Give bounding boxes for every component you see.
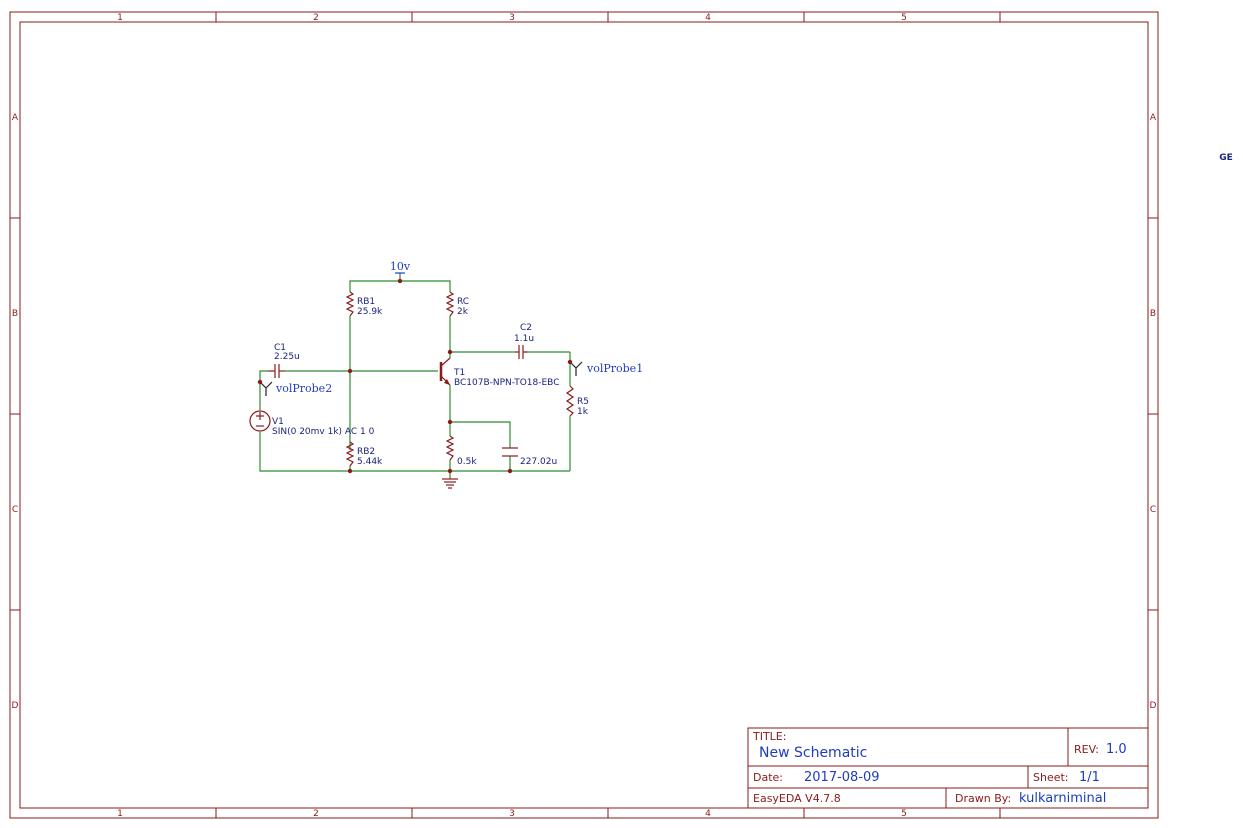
rc-resistor[interactable] — [445, 291, 455, 317]
col-label-bottom-4: 4 — [705, 809, 711, 819]
net-label-vcc: 10v — [390, 260, 411, 273]
junctions — [257, 278, 573, 474]
ground-symbol — [442, 478, 458, 489]
rb2-value: 5.44k — [357, 457, 383, 467]
col-label-top-1: 1 — [117, 13, 123, 23]
row-label-right-a: A — [1150, 113, 1157, 123]
re-resistor[interactable] — [445, 435, 455, 461]
row-label-left-c: C — [12, 505, 18, 515]
outer-frame — [9, 11, 1159, 819]
col-label-bottom-5: 5 — [901, 809, 907, 819]
t1-value: BC107B-NPN-TO18-EBC — [454, 378, 559, 388]
rc-value: 2k — [457, 307, 469, 317]
probe2-icon[interactable] — [259, 381, 273, 396]
col-label-bottom-1: 1 — [117, 809, 123, 819]
sheet-label: Sheet: — [1033, 771, 1069, 784]
c2-capacitor[interactable] — [515, 345, 528, 359]
ce-value: 227.02u — [520, 457, 557, 467]
drawn-by-label: Drawn By: — [955, 792, 1011, 805]
sheet-value: 1/1 — [1079, 770, 1100, 785]
r5-resistor[interactable] — [565, 385, 575, 417]
c1-ref: C1 — [274, 343, 286, 353]
v1-source[interactable] — [249, 410, 271, 432]
row-label-left-a: A — [12, 113, 19, 123]
row-ticks — [10, 217, 1158, 611]
inner-frame — [19, 21, 1149, 809]
t1-transistor[interactable] — [439, 357, 451, 386]
probe1-icon[interactable] — [569, 361, 583, 376]
tool-label: EasyEDA V4.7.8 — [753, 792, 841, 805]
col-label-top-3: 3 — [509, 13, 515, 23]
re-value: 0.5k — [457, 457, 477, 467]
rb1-ref: RB1 — [357, 297, 375, 307]
column-ticks — [215, 12, 1001, 818]
drawn-by-value: kulkarniminal — [1019, 791, 1106, 806]
rc-ref: RC — [457, 297, 469, 307]
col-label-top-5: 5 — [901, 13, 907, 23]
side-note: GE — [1219, 153, 1233, 163]
col-label-top-4: 4 — [705, 13, 711, 23]
title-label: TITLE: — [752, 730, 786, 743]
ce-capacitor[interactable] — [502, 447, 518, 457]
schematic-title: New Schematic — [759, 745, 867, 761]
rb1-value: 25.9k — [357, 307, 383, 317]
row-label-left-b: B — [12, 309, 18, 319]
rb1-resistor[interactable] — [345, 291, 355, 317]
r5-ref: R5 — [577, 397, 589, 407]
col-label-bottom-3: 3 — [509, 809, 515, 819]
rev-label: REV: — [1074, 743, 1099, 756]
r5-value: 1k — [577, 407, 589, 417]
probe1-label: volProbe1 — [586, 362, 643, 375]
c1-capacitor[interactable] — [268, 364, 285, 378]
c2-ref: C2 — [520, 323, 532, 333]
title-block — [747, 727, 1149, 809]
v1-value: SIN(0 20mv 1k) AC 1 0 — [272, 427, 375, 437]
col-label-bottom-2: 2 — [313, 809, 319, 819]
wires — [259, 273, 571, 479]
row-label-right-d: D — [1150, 701, 1157, 711]
probe2-label: volProbe2 — [275, 382, 332, 395]
c2-value: 1.1u — [514, 334, 534, 344]
rb2-ref: RB2 — [357, 447, 375, 457]
col-label-top-2: 2 — [313, 13, 319, 23]
row-label-left-d: D — [12, 701, 19, 711]
row-label-right-c: C — [1150, 505, 1156, 515]
rev-value: 1.0 — [1106, 742, 1127, 757]
c1-value: 2.25u — [274, 352, 300, 362]
date-label: Date: — [753, 771, 783, 784]
t1-ref: T1 — [453, 368, 465, 378]
date-value: 2017-08-09 — [804, 770, 880, 785]
v1-ref: V1 — [272, 417, 284, 427]
rb2-resistor[interactable] — [345, 441, 355, 467]
row-label-right-b: B — [1150, 309, 1156, 319]
